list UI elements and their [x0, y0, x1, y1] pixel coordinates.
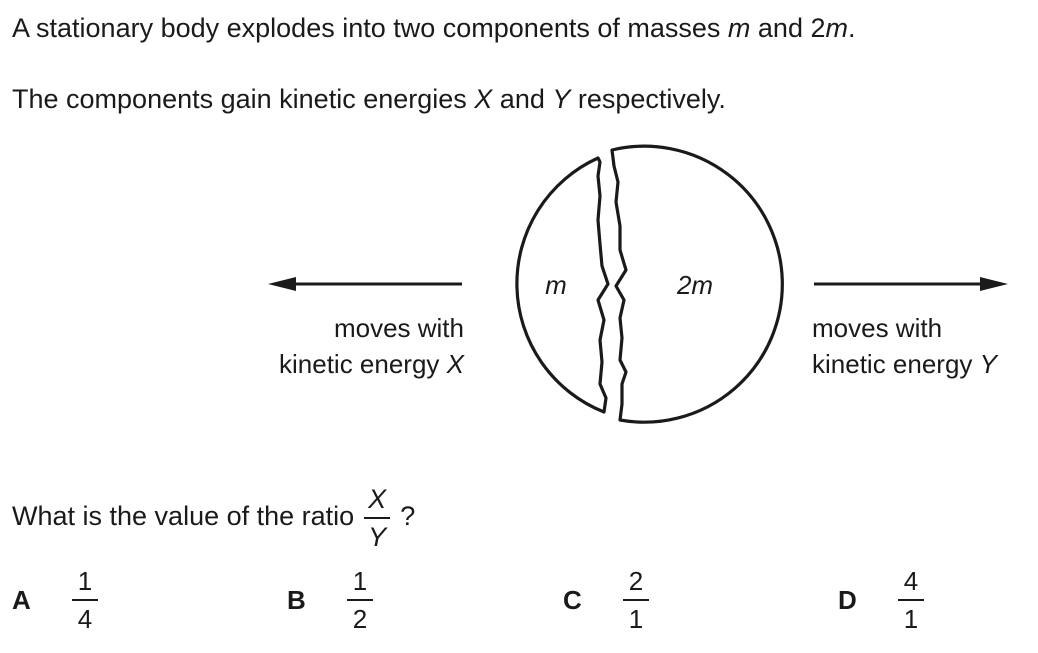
right-arrow	[814, 277, 1008, 291]
question-line-1: A stationary body explodes into two comp…	[12, 13, 856, 43]
left-arrow	[268, 277, 462, 291]
option-letter: B	[287, 584, 306, 615]
right-motion-label: moves with kinetic energy Y	[812, 313, 997, 379]
left-motion-label: moves with kinetic energy X	[279, 313, 464, 379]
left-mass-label: m	[545, 270, 567, 300]
left-fragment	[515, 156, 610, 414]
question-line-2: The components gain kinetic energies X a…	[12, 84, 726, 114]
right-fragment	[610, 144, 784, 424]
right-mass-label: 2m	[676, 270, 713, 300]
option-letter: A	[12, 584, 31, 615]
option-letter: D	[838, 584, 857, 615]
option-letter: C	[563, 584, 582, 615]
